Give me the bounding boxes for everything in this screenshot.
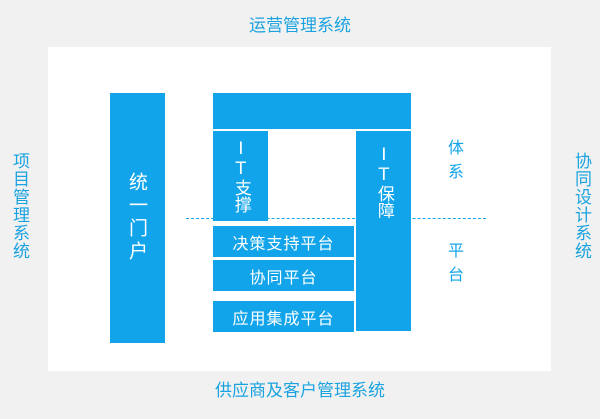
collaboration-platform-block: 协同平台	[213, 260, 354, 291]
system-label: 体系	[445, 139, 464, 187]
system-platform-divider	[186, 218, 486, 219]
top-bar-block	[213, 93, 411, 129]
diagram-canvas: 统一门户 IT支撑 IT保障 决策支持平台 协同平台 应用集成平台 体系 平台	[48, 47, 551, 371]
it-support-label: IT支撑	[230, 139, 251, 213]
application-integration-platform-block: 应用集成平台	[213, 301, 354, 332]
top-system-label: 运营管理系统	[249, 16, 351, 36]
bottom-system-label: 供应商及客户管理系统	[215, 381, 385, 401]
it-support-block: IT支撑	[213, 131, 268, 221]
unified-portal-block: 统一门户	[110, 93, 165, 343]
it-guarantee-label: IT保障	[373, 145, 394, 219]
decision-support-platform-block: 决策支持平台	[213, 226, 354, 257]
platform-label: 平台	[445, 242, 464, 290]
decision-support-label: 决策支持平台	[232, 233, 335, 253]
it-guarantee-block: IT保障	[356, 131, 411, 331]
application-integration-label: 应用集成平台	[232, 308, 335, 328]
right-system-label: 协同设计系统	[571, 152, 591, 260]
unified-portal-label: 统一门户	[126, 172, 148, 264]
collaboration-label: 协同平台	[249, 267, 318, 287]
left-system-label: 项目管理系统	[9, 152, 29, 260]
